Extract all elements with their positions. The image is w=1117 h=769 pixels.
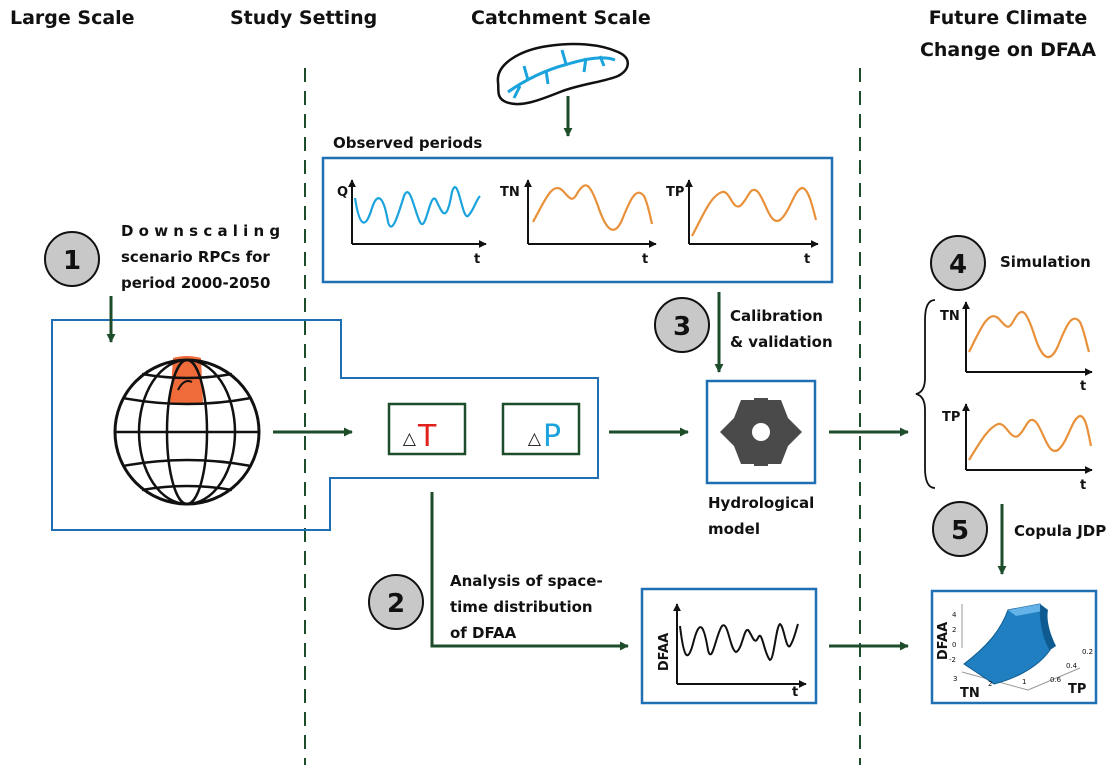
copula-zlabel: DFAA <box>936 622 951 660</box>
step2-text-line2: time distribution <box>450 598 593 616</box>
gear-icon <box>720 398 802 466</box>
step1-text-line1: D o w n s c a l i n g <box>121 222 280 240</box>
step2-text-line1: Analysis of space- <box>450 572 603 590</box>
dfaa-ylabel: DFAA <box>657 633 672 671</box>
dfaa-plot-box <box>640 587 818 705</box>
step1-text-line2: scenario RPCs for <box>121 248 270 266</box>
step2-text-line3: of DFAA <box>450 624 517 642</box>
observed-title: Observed periods <box>333 134 482 152</box>
simulation-tn-t: t <box>1080 379 1086 394</box>
step5-label: Copula JDP <box>1014 522 1106 540</box>
copula-xtick-2: 2 <box>988 680 992 688</box>
catchment-map-icon <box>496 42 629 106</box>
observed-tn-plot: TN t <box>500 179 657 267</box>
copula-ztick-neg2: -2 <box>949 656 956 664</box>
copula-xtick-1: 1 <box>1022 678 1026 686</box>
copula-xtick-3: 3 <box>953 675 957 683</box>
observed-tn-label: TN <box>500 185 520 200</box>
step3-circle <box>654 297 710 353</box>
step3-text-line1: Calibration <box>730 307 823 325</box>
step1-circle <box>44 231 100 287</box>
step4-number: 4 <box>949 250 967 280</box>
simulation-tp-t: t <box>1080 478 1086 493</box>
observed-tp-plot: TP t <box>666 179 819 267</box>
copula-ztick-2: 2 <box>952 626 956 634</box>
delta-p-letter: P <box>543 419 561 454</box>
delta-t-letter: T <box>417 419 437 454</box>
step4-label: Simulation <box>1000 253 1091 271</box>
delta-p-box <box>501 402 581 456</box>
header-catchment-scale: Catchment Scale <box>471 7 651 29</box>
copula-plot-box <box>930 589 1098 705</box>
step3-text-line2: & validation <box>730 333 833 351</box>
observed-q-plot: Q t <box>337 179 487 267</box>
copula-ytick-02: 0.2 <box>1082 648 1093 656</box>
copula-ytick-06: 0.6 <box>1050 676 1062 684</box>
step5-circle <box>932 501 988 557</box>
step3-number: 3 <box>673 312 691 342</box>
step2-circle <box>368 574 424 630</box>
copula-ytick-04: 0.4 <box>1066 662 1078 670</box>
observed-q-t: t <box>474 252 480 267</box>
step1-number: 1 <box>63 246 81 276</box>
step4-circle <box>930 235 986 291</box>
header-study-setting: Study Setting <box>230 7 377 29</box>
observed-q-label: Q <box>337 185 348 200</box>
model-label-line1: Hydrological <box>708 494 814 512</box>
dfaa-t: t <box>792 685 798 700</box>
simulation-tp-plot: TP t <box>942 403 1093 493</box>
step2-number: 2 <box>387 589 405 619</box>
delta-p-symbol: △ <box>528 429 542 449</box>
header-future-line2: Change on DFAA <box>920 39 1096 61</box>
delta-t-box <box>387 402 467 456</box>
copula-ztick-0: 0 <box>952 641 956 649</box>
copula-ztick-4: 4 <box>952 611 957 619</box>
observed-tn-t: t <box>642 252 648 267</box>
simulation-tn-label: TN <box>940 309 960 324</box>
observed-box <box>321 156 834 284</box>
copula-xlabel: TN <box>960 686 980 701</box>
observed-tp-t: t <box>804 252 810 267</box>
simulation-brace <box>915 299 936 489</box>
header-future-line1: Future Climate <box>929 7 1088 29</box>
copula-surface-plot: 4 2 0 -2 3 2 1 0.2 0.4 0.6 DFAA TN TP <box>936 603 1093 701</box>
delta-t-symbol: △ <box>403 429 417 449</box>
arrow-deltas-to-dfaa <box>430 492 629 651</box>
copula-ylabel: TP <box>1068 682 1086 697</box>
hydrological-model-box <box>705 379 817 485</box>
model-label-line2: model <box>708 520 760 538</box>
header-large-scale: Large Scale <box>10 7 135 29</box>
dfaa-timeseries-plot: DFAA t <box>657 603 807 700</box>
step5-number: 5 <box>951 516 969 546</box>
step1-text-line3: period 2000-2050 <box>121 274 270 292</box>
simulation-tn-plot: TN t <box>940 301 1093 394</box>
simulation-tp-label: TP <box>942 410 960 425</box>
large-scale-region-box <box>51 319 599 531</box>
globe-icon <box>113 356 261 506</box>
observed-tp-label: TP <box>666 185 684 200</box>
